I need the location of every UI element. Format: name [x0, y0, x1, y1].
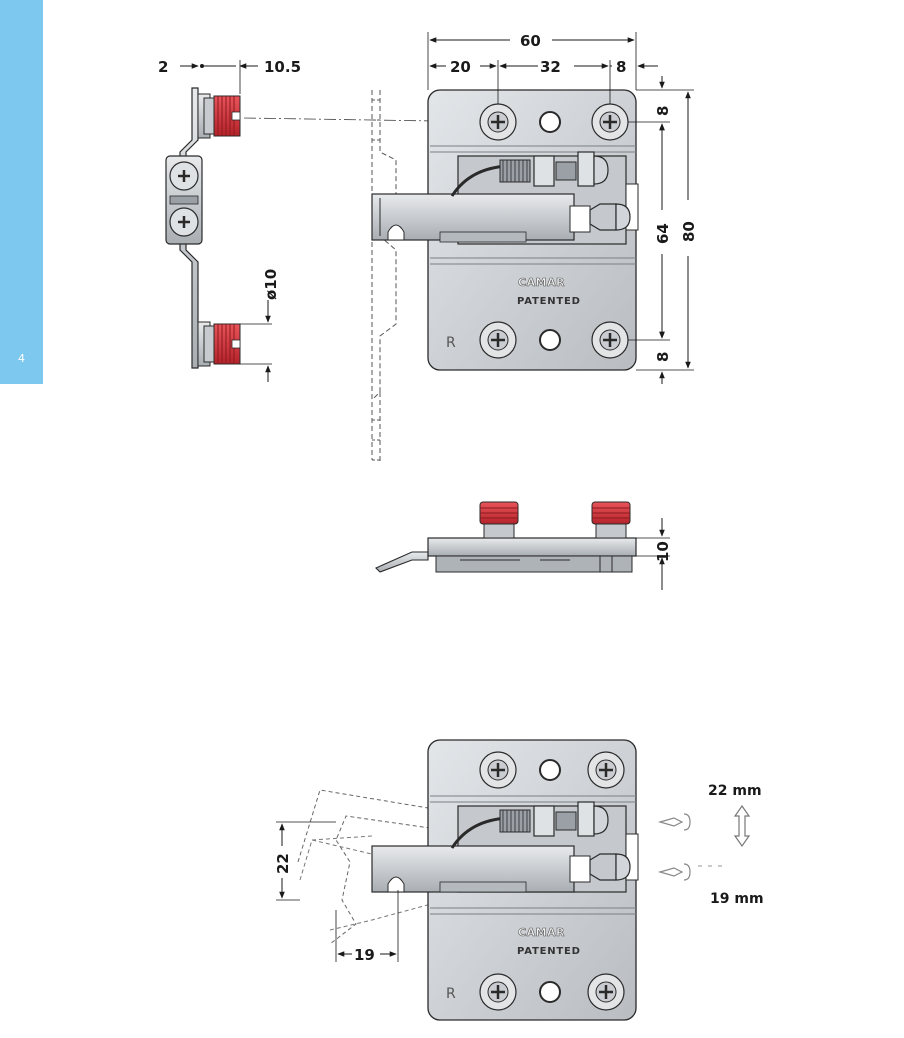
- page-side-tab: 4: [0, 0, 43, 384]
- plate-screw: [479, 321, 517, 359]
- dim-bottom-offset-label: 8: [654, 352, 672, 362]
- adjust-plate-screw: [479, 973, 517, 1011]
- side-screw-block: [165, 155, 203, 245]
- plate-screw: [479, 103, 517, 141]
- adjust-brand-logo-text: CAMAR: [518, 926, 565, 939]
- top-plate: [427, 537, 637, 557]
- plate-hole: [539, 111, 561, 133]
- plate-screw: [591, 103, 629, 141]
- ghost-position-outline: [297, 789, 441, 945]
- brand-logo-text: CAMAR: [518, 276, 565, 289]
- updown-arrow-icon: [733, 804, 751, 848]
- adjust-plate-screw: [479, 751, 517, 789]
- top-insert-left: [479, 501, 519, 539]
- plate-screw: [591, 321, 629, 359]
- dim-right-offset-label: 8: [616, 58, 626, 76]
- adjustment-view: CAMAR PATENTED R 22 19 22 mm 19 mm: [274, 739, 764, 1021]
- adjust-mechanism: [371, 801, 639, 893]
- dim-vertical-spacing-label: 64: [654, 223, 672, 244]
- patented-label: PATENTED: [517, 296, 581, 307]
- dim-vertical-adjust-label: 22: [274, 853, 292, 874]
- dim-top-offset-label: 8: [654, 106, 672, 116]
- dim-left-spacing-label: 20: [450, 58, 471, 76]
- dim-insert-length-label: 10.5: [264, 58, 301, 76]
- dim-horizontal-adjust-label: 19: [354, 946, 375, 964]
- plate-hole: [539, 329, 561, 351]
- adjust-side-mark-label: R: [446, 986, 456, 1002]
- dim-total-height-label: 80: [680, 221, 698, 242]
- top-insert-right: [591, 501, 631, 539]
- page-number: 4: [18, 352, 25, 365]
- adjust-plate-screw: [587, 751, 625, 789]
- adjust-plate-screw: [587, 973, 625, 1011]
- screwdriver-icon: [657, 813, 722, 881]
- adjuster-mechanism: [371, 151, 639, 245]
- dim-thickness-label: 2: [158, 58, 168, 76]
- cabinet-dashed-outline: [371, 90, 397, 462]
- dim-total-width-label: 60: [520, 32, 541, 50]
- horizontal-adjust-mm-label: 19 mm: [710, 891, 764, 907]
- side-view: 2 10.5 ø10: [158, 58, 499, 382]
- adjust-plate-hole: [539, 981, 561, 1003]
- side-insert-bottom: [197, 321, 241, 367]
- side-mark-label: R: [446, 335, 456, 351]
- dim-height-label: 10: [654, 541, 672, 562]
- top-view: 10: [375, 501, 672, 590]
- side-insert-top: [197, 93, 241, 139]
- adjust-plate-hole: [539, 759, 561, 781]
- front-view: CAMAR PATENTED R 60 20 32 8 8 64: [371, 32, 698, 462]
- adjust-patented-label: PATENTED: [517, 946, 581, 957]
- dim-hole-spacing-label: 32: [540, 58, 561, 76]
- vertical-adjust-mm-label: 22 mm: [708, 783, 762, 799]
- dim-diameter-label: ø10: [262, 269, 280, 300]
